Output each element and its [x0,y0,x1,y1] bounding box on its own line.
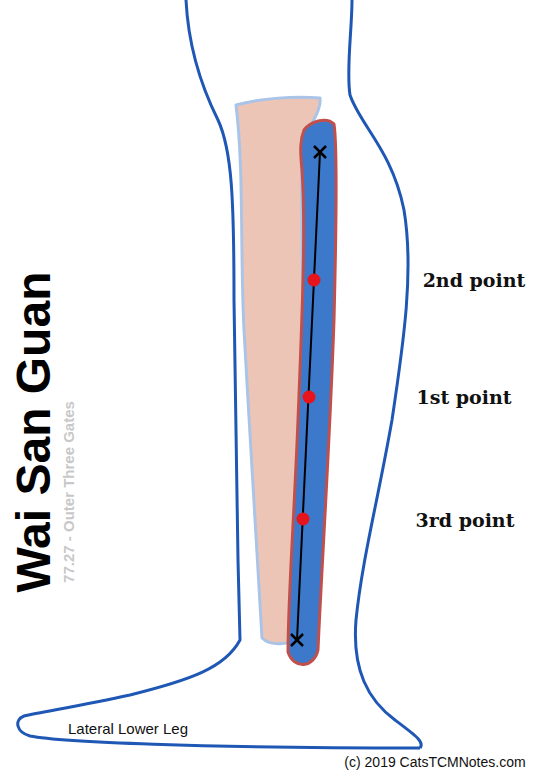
copyright-note: (c) 2019 CatsTCMNotes.com [344,755,525,769]
end-mark [291,146,326,646]
point-label: 3rd point [416,511,515,530]
subtitle: 77.27 - Outer Three Gates [61,401,76,583]
point-label: 2nd point [423,271,526,290]
point-label: 1st point [416,388,511,407]
leg-outline [349,0,422,748]
guide-line [297,152,320,640]
diagram-title: Wai San Guan [10,272,58,593]
region-label: Lateral Lower Leg [68,721,188,736]
fibula-bone [288,120,336,664]
acupoint-dot [297,274,321,526]
